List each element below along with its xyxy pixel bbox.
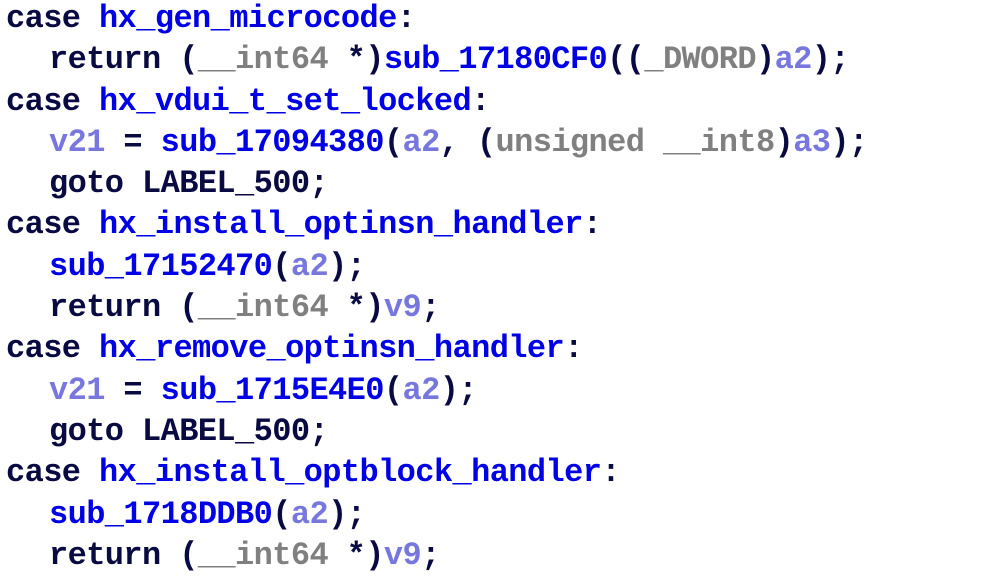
code-line: return (__int64 *)v9; bbox=[6, 535, 868, 576]
variable-token[interactable]: a3 bbox=[793, 123, 831, 161]
keyword-token: return ( bbox=[49, 41, 198, 79]
keyword-token: case bbox=[6, 330, 100, 368]
code-line: case hx_install_optinsn_handler: bbox=[6, 204, 868, 245]
identifier-token[interactable]: sub_1718DDB0 bbox=[49, 495, 273, 533]
keyword-token: ); bbox=[439, 371, 478, 409]
code-line: case hx_remove_optinsn_handler: bbox=[6, 328, 868, 369]
variable-token[interactable]: a2 bbox=[402, 123, 440, 161]
keyword-token: : bbox=[601, 454, 620, 492]
identifier-token[interactable]: hx_gen_microcode bbox=[99, 0, 397, 37]
keyword-token: ) bbox=[774, 123, 794, 161]
code-view: case hx_gen_microcode:return (__int64 *)… bbox=[6, 0, 868, 576]
keyword-token: *) bbox=[328, 289, 385, 327]
keyword-token: ( bbox=[383, 123, 403, 161]
code-line: sub_17152470(a2); bbox=[6, 246, 868, 287]
identifier-token[interactable]: hx_vdui_t_set_locked bbox=[99, 82, 472, 120]
keyword-token: ); bbox=[328, 247, 366, 285]
identifier-token[interactable]: hx_remove_optinsn_handler bbox=[99, 330, 565, 368]
keyword-token: ); bbox=[830, 123, 868, 161]
keyword-token: = bbox=[104, 371, 161, 409]
variable-token[interactable]: a2 bbox=[290, 495, 329, 533]
keyword-token: ; bbox=[421, 536, 440, 574]
code-line: goto LABEL_500; bbox=[6, 163, 868, 204]
code-line: case hx_install_optblock_handler: bbox=[6, 452, 868, 493]
keyword-token: goto LABEL_500; bbox=[49, 412, 329, 450]
keyword-token: ( bbox=[272, 247, 291, 285]
type-token: __int64 bbox=[197, 289, 329, 327]
variable-token[interactable]: v21 bbox=[49, 371, 105, 409]
keyword-token: ) bbox=[755, 41, 775, 79]
keyword-token: ); bbox=[811, 41, 850, 79]
keyword-token: = bbox=[104, 123, 161, 161]
variable-token[interactable]: a2 bbox=[290, 247, 329, 285]
keyword-token: case bbox=[6, 454, 100, 492]
keyword-token: goto LABEL_500; bbox=[49, 165, 329, 203]
keyword-token: : bbox=[471, 82, 490, 120]
keyword-token: *) bbox=[328, 536, 385, 574]
code-line: case hx_vdui_t_set_locked: bbox=[6, 81, 868, 122]
code-line: v21 = sub_1715E4E0(a2); bbox=[6, 370, 868, 411]
keyword-token: : bbox=[564, 330, 583, 368]
code-line: case hx_gen_microcode: bbox=[6, 0, 868, 39]
keyword-token: return ( bbox=[49, 289, 198, 327]
identifier-token[interactable]: hx_install_optblock_handler bbox=[99, 454, 602, 492]
variable-token[interactable]: v21 bbox=[49, 123, 105, 161]
keyword-token: , ( bbox=[439, 123, 496, 161]
keyword-token: ; bbox=[421, 289, 440, 327]
type-token: __int64 bbox=[197, 536, 329, 574]
code-line: return (__int64 *)sub_17180CF0((_DWORD)a… bbox=[6, 39, 868, 80]
variable-token[interactable]: v9 bbox=[383, 289, 422, 327]
code-line: sub_1718DDB0(a2); bbox=[6, 494, 868, 535]
type-token: __int64 bbox=[197, 41, 329, 79]
keyword-token: (( bbox=[607, 41, 645, 79]
code-line: return (__int64 *)v9; bbox=[6, 287, 868, 328]
keyword-token: *) bbox=[328, 41, 385, 79]
keyword-token: case bbox=[6, 206, 100, 244]
keyword-token: ( bbox=[383, 371, 403, 409]
identifier-token[interactable]: hx_install_optinsn_handler bbox=[99, 206, 583, 244]
variable-token[interactable]: a2 bbox=[402, 371, 440, 409]
keyword-token: case bbox=[6, 0, 100, 37]
variable-token[interactable]: a2 bbox=[774, 41, 813, 79]
identifier-token[interactable]: sub_17180CF0 bbox=[383, 41, 608, 79]
keyword-token: case bbox=[6, 82, 100, 120]
keyword-token: : bbox=[396, 0, 416, 37]
type-token: _DWORD bbox=[644, 41, 756, 79]
type-token: unsigned __int8 bbox=[495, 123, 776, 161]
code-line: v21 = sub_17094380(a2, (unsigned __int8)… bbox=[6, 122, 868, 163]
identifier-token[interactable]: sub_17094380 bbox=[160, 123, 385, 161]
variable-token[interactable]: v9 bbox=[383, 536, 422, 574]
identifier-token[interactable]: sub_17152470 bbox=[49, 247, 273, 285]
identifier-token[interactable]: sub_1715E4E0 bbox=[160, 371, 385, 409]
keyword-token: ( bbox=[272, 495, 291, 533]
code-line: goto LABEL_500; bbox=[6, 411, 868, 452]
keyword-token: return ( bbox=[49, 536, 198, 574]
keyword-token: : bbox=[582, 206, 602, 244]
keyword-token: ); bbox=[328, 495, 366, 533]
